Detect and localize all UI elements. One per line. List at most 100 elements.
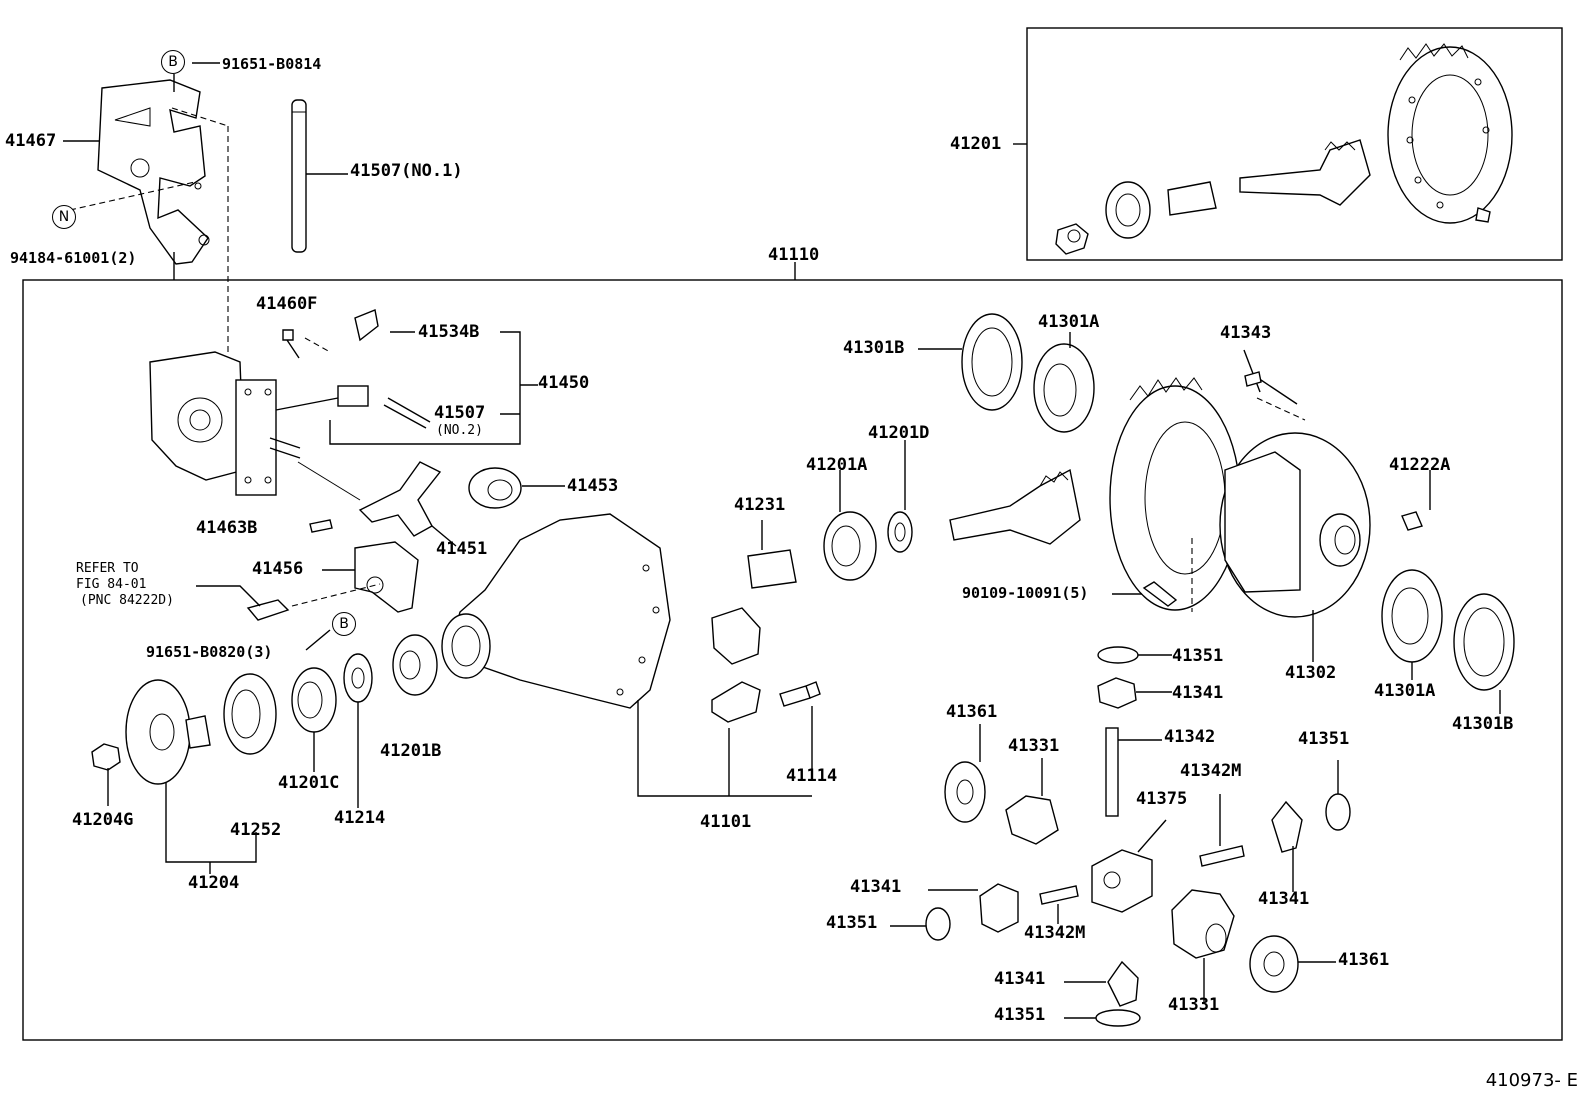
bracket-41467 <box>97 79 210 265</box>
label-41201: 41201 <box>950 134 1002 154</box>
label-41341-bottom: 41341 <box>994 969 1046 989</box>
bearing-41201a <box>823 511 877 581</box>
label-41252: 41252 <box>230 820 282 840</box>
pinion-41341-right <box>1271 800 1303 853</box>
label-41341-a: 41341 <box>1172 683 1224 703</box>
callout-b-bottom: B <box>332 612 356 636</box>
label-41342m-top: 41342M <box>1180 761 1242 781</box>
pin-41342m-top <box>1199 845 1245 867</box>
label-41204: 41204 <box>188 873 240 893</box>
drive-unit-41450 <box>149 351 369 496</box>
diagram-code: 410973- E <box>1485 1070 1578 1091</box>
clip-41534b <box>354 309 379 342</box>
label-41201b: 41201B <box>380 741 442 761</box>
label-91651-b0814: 91651-B0814 <box>222 55 322 73</box>
bolt-41114 <box>779 681 821 707</box>
bearing-41301a-top <box>1033 343 1095 433</box>
label-41301b-left: 41301B <box>843 338 905 358</box>
bolt-41222a <box>1401 511 1423 531</box>
sensor-refer <box>246 599 290 621</box>
label-41453: 41453 <box>567 476 619 496</box>
fork-41451 <box>358 461 442 537</box>
label-pnc-84222d: (PNC 84222D) <box>80 593 174 608</box>
flange-41204 <box>91 679 211 785</box>
pin-41342m-bottom <box>1039 885 1079 905</box>
label-41361-right: 41361 <box>1338 950 1390 970</box>
label-fig-84-01: FIG 84-01 <box>76 577 147 592</box>
pinion-41341-left <box>979 883 1019 933</box>
ring-gear-set <box>1055 43 1513 255</box>
label-41534b: 41534B <box>418 322 480 342</box>
label-41351-bottom: 41351 <box>994 1005 1046 1025</box>
label-41201a: 41201A <box>806 455 868 475</box>
label-41342m-bottom: 41342M <box>1024 923 1086 943</box>
carrier-assembly-frame <box>22 279 1563 1041</box>
bolt-90109 <box>1142 581 1178 607</box>
seal-41301b-left <box>961 313 1023 411</box>
label-41341-left: 41341 <box>850 877 902 897</box>
pinion-41341-bottom <box>1107 960 1139 1007</box>
label-90109-10091: 90109-10091(5) <box>962 584 1089 602</box>
label-41204g: 41204G <box>72 810 134 830</box>
label-41331-bottom: 41331 <box>1168 995 1220 1015</box>
differential-case-41302 <box>1219 432 1371 618</box>
bearing-41301a-bottom <box>1381 569 1443 663</box>
label-41201c: 41201C <box>278 773 340 793</box>
label-41507-no2: (NO.2) <box>436 423 483 438</box>
side-gear-41331-left <box>1005 795 1059 845</box>
label-41451: 41451 <box>436 539 488 559</box>
rod-41507-no1 <box>291 99 307 253</box>
callout-n: N <box>52 205 76 229</box>
label-41507-no1: 41507(NO.1) <box>350 161 463 181</box>
drive-pinion <box>949 468 1081 545</box>
label-41507: 41507 <box>434 403 486 423</box>
washer-41351-a <box>1097 646 1139 664</box>
label-41375: 41375 <box>1136 789 1188 809</box>
label-41110: 41110 <box>768 245 820 265</box>
bolt-41460f <box>282 329 300 359</box>
label-41331-left: 41331 <box>1008 736 1060 756</box>
label-41301a-top: 41301A <box>1038 312 1100 332</box>
label-41341-right: 41341 <box>1258 889 1310 909</box>
washer-41201d <box>887 511 913 553</box>
label-41456: 41456 <box>252 559 304 579</box>
seal-41252 <box>223 673 277 755</box>
label-41301b-right: 41301B <box>1452 714 1514 734</box>
label-41450: 41450 <box>538 373 590 393</box>
ring-gear <box>1109 377 1241 611</box>
label-41351-a: 41351 <box>1172 646 1224 666</box>
label-94184-61001: 94184-61001(2) <box>10 249 137 267</box>
label-41460f: 41460F <box>256 294 318 314</box>
label-41343: 41343 <box>1220 323 1272 343</box>
bearing-41201c <box>291 667 337 733</box>
bearing-41201b <box>392 634 438 696</box>
label-41101: 41101 <box>700 812 752 832</box>
shaft-41342 <box>1105 727 1119 817</box>
label-41351-right: 41351 <box>1298 729 1350 749</box>
label-41463b: 41463B <box>196 518 258 538</box>
carrier-housing-41101 <box>441 513 671 709</box>
washer-41351-left <box>925 907 951 941</box>
label-91651-b0820: 91651-B0820(3) <box>146 643 273 661</box>
label-41231: 41231 <box>734 495 786 515</box>
bolt-41463b <box>309 519 333 533</box>
label-41214: 41214 <box>334 808 386 828</box>
spacer-41214 <box>343 653 373 703</box>
label-41222a: 41222A <box>1389 455 1451 475</box>
bolt-41343 <box>1244 371 1298 405</box>
washer-41351-bottom <box>1095 1009 1141 1027</box>
callout-b-top: B <box>161 50 185 74</box>
seal-41301b-right <box>1453 593 1515 691</box>
bearing-cap-41101 <box>711 607 761 723</box>
pinion-41341-a <box>1097 677 1137 709</box>
label-41467: 41467 <box>5 131 57 151</box>
label-41302: 41302 <box>1285 663 1337 683</box>
washer-41361-right <box>1249 935 1299 993</box>
label-41301a-bottom: 41301A <box>1374 681 1436 701</box>
label-41351-left: 41351 <box>826 913 878 933</box>
washer-41361-left <box>944 761 986 823</box>
washer-41351-right <box>1325 793 1351 831</box>
label-41114: 41114 <box>786 766 838 786</box>
spacer-41231 <box>747 549 797 589</box>
